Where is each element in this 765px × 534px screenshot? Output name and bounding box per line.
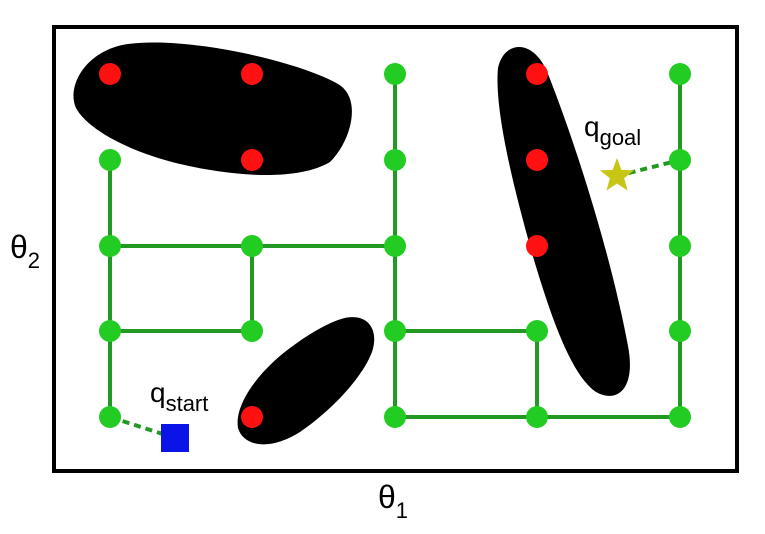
roadmap-edges bbox=[108, 74, 682, 419]
free-roadmap-node bbox=[669, 320, 691, 342]
y-axis-label: θ2 bbox=[10, 229, 40, 273]
free-roadmap-node bbox=[669, 63, 691, 85]
goal-configuration-star-icon bbox=[599, 158, 635, 191]
free-roadmap-node bbox=[384, 320, 406, 342]
goal-label: qgoal bbox=[584, 111, 641, 150]
free-roadmap-node bbox=[669, 149, 691, 171]
free-roadmap-node bbox=[99, 320, 121, 342]
free-roadmap-node bbox=[384, 63, 406, 85]
free-roadmap-node bbox=[241, 235, 263, 257]
free-roadmap-node bbox=[384, 406, 406, 428]
colliding-sample-node bbox=[526, 149, 548, 171]
colliding-sample-node bbox=[99, 63, 121, 85]
free-roadmap-node bbox=[384, 235, 406, 257]
start-label-q: q bbox=[150, 377, 166, 408]
goal-label-q: q bbox=[584, 111, 600, 142]
obstacle-right bbox=[497, 46, 630, 396]
start-label: qstart bbox=[150, 377, 208, 416]
free-roadmap-node bbox=[526, 320, 548, 342]
free-roadmap-node bbox=[669, 235, 691, 257]
x-axis-theta: θ bbox=[378, 479, 396, 515]
free-roadmap-node bbox=[99, 149, 121, 171]
free-roadmap-node bbox=[99, 235, 121, 257]
y-axis-subscript: 2 bbox=[28, 248, 40, 273]
colliding-sample-node bbox=[526, 235, 548, 257]
obstacle-top-left bbox=[73, 42, 352, 176]
y-axis-theta: θ bbox=[10, 229, 28, 265]
free-roadmap-node bbox=[384, 149, 406, 171]
colliding-sample-node bbox=[241, 406, 263, 428]
colliding-sample-node bbox=[241, 63, 263, 85]
x-axis-subscript: 1 bbox=[396, 498, 408, 523]
free-roadmap-nodes bbox=[99, 63, 691, 428]
start-configuration-marker bbox=[161, 424, 189, 452]
free-roadmap-node bbox=[526, 406, 548, 428]
free-roadmap-node bbox=[241, 320, 263, 342]
free-roadmap-node bbox=[99, 406, 121, 428]
x-axis-label: θ1 bbox=[378, 479, 408, 523]
goal-label-subscript: goal bbox=[600, 125, 642, 150]
free-roadmap-node bbox=[669, 406, 691, 428]
start-label-subscript: start bbox=[166, 391, 209, 416]
colliding-sample-node bbox=[241, 149, 263, 171]
obstacle-bottom-center bbox=[237, 317, 375, 445]
colliding-sample-nodes bbox=[99, 63, 548, 428]
colliding-sample-node bbox=[526, 63, 548, 85]
